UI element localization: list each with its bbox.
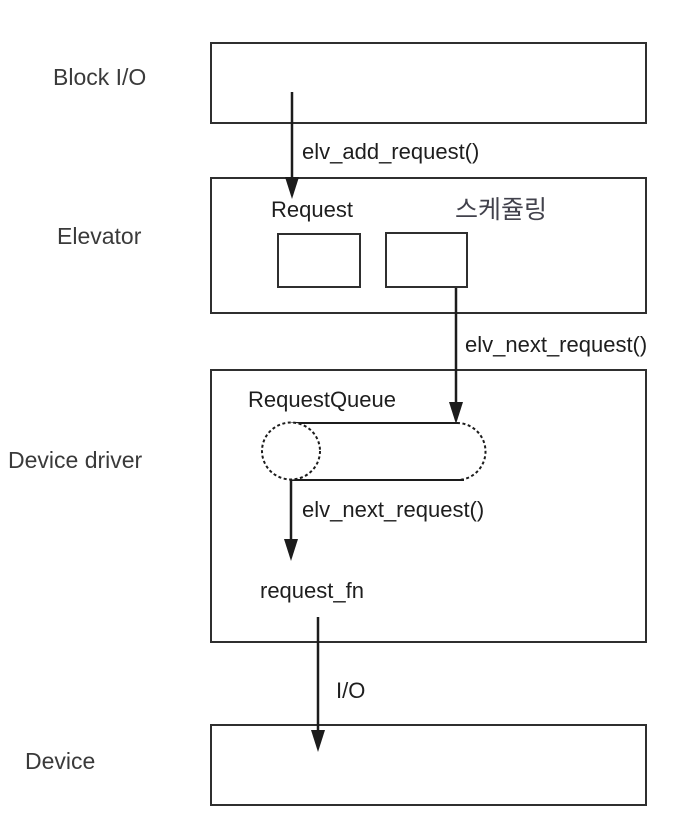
request-label: Request [271,197,353,222]
lane-label-elevator: Elevator [57,223,142,249]
device-box [210,724,647,806]
scheduling-korean-label: 스케쥴링 [455,196,548,224]
device-driver-box [210,369,647,643]
io-label: I/O [336,678,366,703]
request-slot-box-left [277,233,361,288]
lane-label-device: Device [25,748,96,774]
lane-label-block-io: Block I/O [53,64,147,90]
elv-next-request-outer-label: elv_next_request() [465,332,648,357]
request-queue-label: RequestQueue [248,387,396,412]
request-slot-box-right [385,232,468,288]
block-io-box [210,42,647,124]
elv-next-request-inner-label: elv_next_request() [302,497,485,522]
elv-add-request-label: elv_add_request() [302,139,480,164]
lane-label-device-driver: Device driver [8,447,143,473]
request-fn-label: request_fn [260,578,364,603]
